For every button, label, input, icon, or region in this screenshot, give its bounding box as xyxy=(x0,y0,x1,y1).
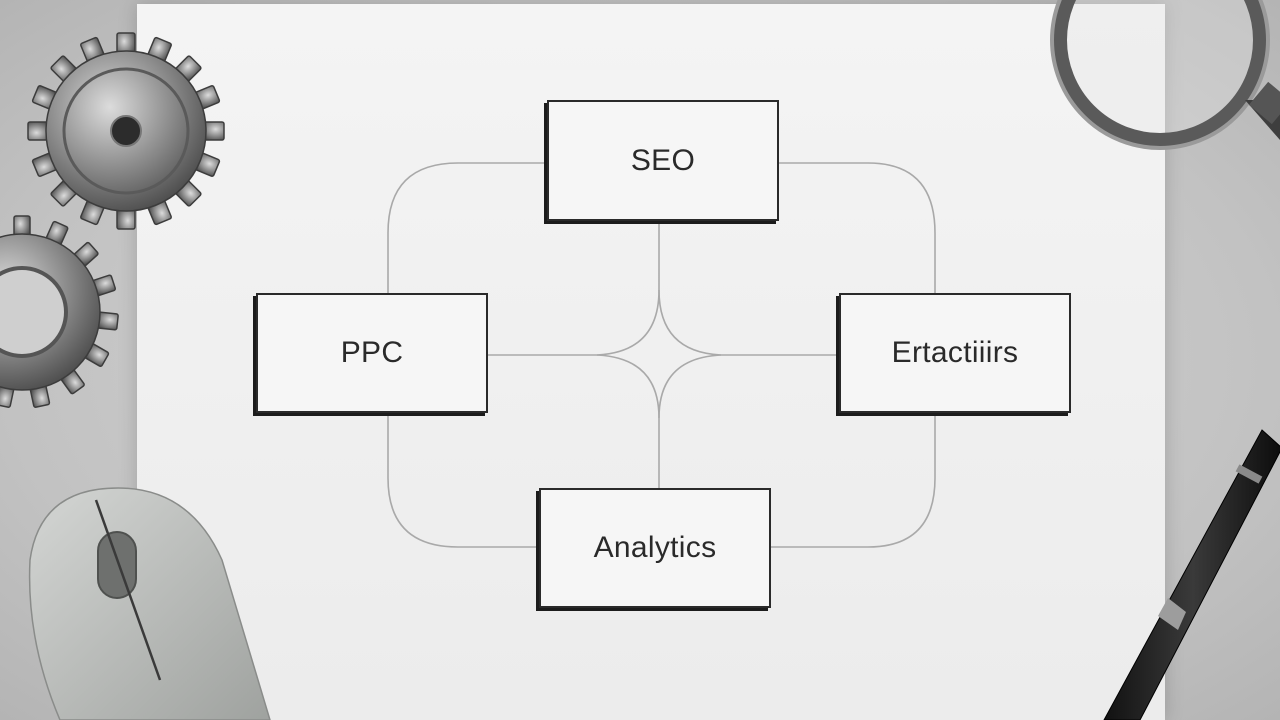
connector-center-bottom xyxy=(596,354,660,488)
node-right-label: Ertactiiirs xyxy=(891,336,1019,369)
connector-center-top xyxy=(487,222,660,356)
node-right: Ertactiiirs xyxy=(839,293,1071,413)
node-analytics: Analytics xyxy=(539,488,771,608)
connector-seo-left xyxy=(387,162,548,293)
node-analytics-label: Analytics xyxy=(593,531,717,564)
connector-center-bottom-right xyxy=(658,354,722,419)
connector-ppc-bottom xyxy=(387,413,540,548)
connector-right-bottom xyxy=(770,413,936,548)
connector-seo-right xyxy=(778,162,936,293)
node-ppc: PPC xyxy=(256,293,488,413)
node-ppc-label: PPC xyxy=(340,336,404,369)
node-seo: SEO xyxy=(547,100,779,221)
node-seo-label: SEO xyxy=(630,143,696,177)
connector-center-top-right xyxy=(658,289,838,356)
